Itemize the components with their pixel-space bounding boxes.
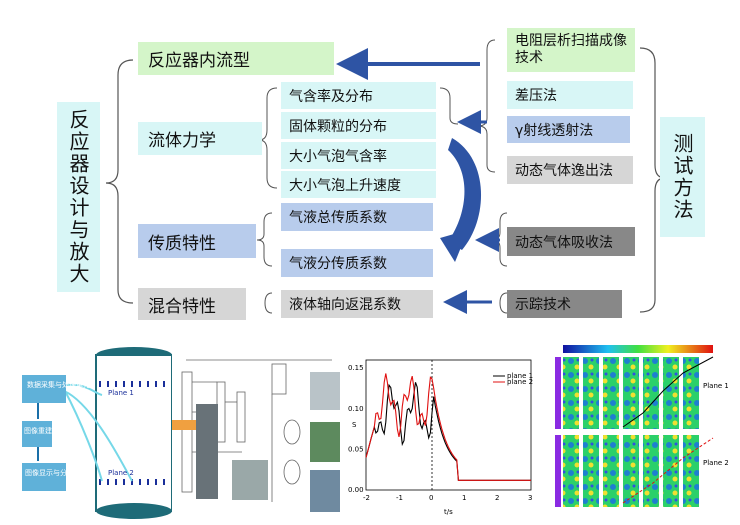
y-tick-label: 0.05 bbox=[348, 445, 364, 453]
method-degas: 动态气体逸出法 bbox=[507, 156, 633, 184]
x-tick-label: -1 bbox=[396, 494, 403, 502]
tomo-plane1: Plane 1 bbox=[703, 382, 728, 390]
plot-ylabel: S bbox=[352, 421, 357, 429]
plane2-strips bbox=[555, 435, 699, 507]
tomo-plane2: Plane 2 bbox=[703, 459, 728, 467]
label-plane2: Plane 2 bbox=[108, 469, 134, 477]
label-plane1: Plane 1 bbox=[108, 389, 134, 397]
method-gamma: γ射线透射法 bbox=[507, 116, 630, 143]
y-tick-label: 0.00 bbox=[348, 486, 364, 494]
fluid-item: 气含率及分布 bbox=[281, 82, 436, 109]
x-tick-label: 0 bbox=[429, 494, 433, 502]
mass-item: 气液总传质系数 bbox=[281, 203, 433, 231]
method-tracer: 示踪技术 bbox=[507, 290, 622, 318]
curved-arrow bbox=[448, 138, 482, 250]
right-title-text: 测试方法 bbox=[670, 133, 694, 221]
x-tick-label: 3 bbox=[528, 494, 532, 502]
tomography-images: Plane 1 Plane 2 bbox=[555, 345, 728, 507]
left-title-text: 反应器设计与放大 bbox=[66, 109, 90, 285]
right-title: 测试方法 bbox=[660, 117, 705, 237]
category-flow-pattern: 反应器内流型 bbox=[138, 42, 334, 75]
series-plane2 bbox=[365, 373, 531, 481]
label-recon: 图像重建单元 bbox=[24, 426, 66, 435]
label-acq: 数据采集与处理单元 bbox=[27, 380, 90, 389]
legend-plane2: plane 2 bbox=[507, 378, 533, 386]
left-title: 反应器设计与放大 bbox=[57, 102, 100, 292]
process-flowsheet bbox=[172, 352, 344, 522]
fluid-item: 固体颗粒的分布 bbox=[281, 112, 436, 139]
mass-brace bbox=[256, 212, 273, 267]
category-mass-transfer: 传质特性 bbox=[138, 224, 256, 258]
category-mixing: 混合特性 bbox=[138, 288, 246, 320]
x-tick-label: 1 bbox=[462, 494, 466, 502]
y-tick-label: 0.10 bbox=[348, 405, 364, 413]
y-tick-label: 0.15 bbox=[348, 364, 364, 372]
plane1-strips bbox=[555, 357, 699, 429]
ert-system-diagram: 数据采集与处理单元 图像重建单元 图像显示与分析单元 Plane 1 Plane… bbox=[22, 347, 173, 519]
mixing-item: 液体轴向返混系数 bbox=[281, 290, 433, 318]
x-tick-label: 2 bbox=[495, 494, 499, 502]
category-fluid-mechanics: 流体力学 bbox=[138, 122, 262, 155]
left-brace bbox=[105, 59, 134, 304]
legend-plane1: plane 1 bbox=[507, 372, 533, 380]
transient-plot: -2 -1 0 1 2 3 0.00 0.05 0.10 0.15 plane 1 plane 2… bbox=[348, 359, 533, 516]
fluid-item: 大小气泡上升速度 bbox=[281, 171, 436, 198]
method-pressure: 差压法 bbox=[507, 81, 633, 109]
mass-item: 气液分传质系数 bbox=[281, 249, 433, 277]
x-tick-label: -2 bbox=[363, 494, 370, 502]
method-absorb: 动态气体吸收法 bbox=[507, 227, 635, 256]
fluid-item: 大小气泡气含率 bbox=[281, 142, 436, 169]
plot-xlabel: t/s bbox=[444, 508, 453, 516]
method-ert: 电阻层析扫描成像技术 bbox=[507, 28, 635, 72]
method-brace bbox=[477, 39, 496, 173]
label-disp: 图像显示与分析单元 bbox=[25, 468, 88, 477]
